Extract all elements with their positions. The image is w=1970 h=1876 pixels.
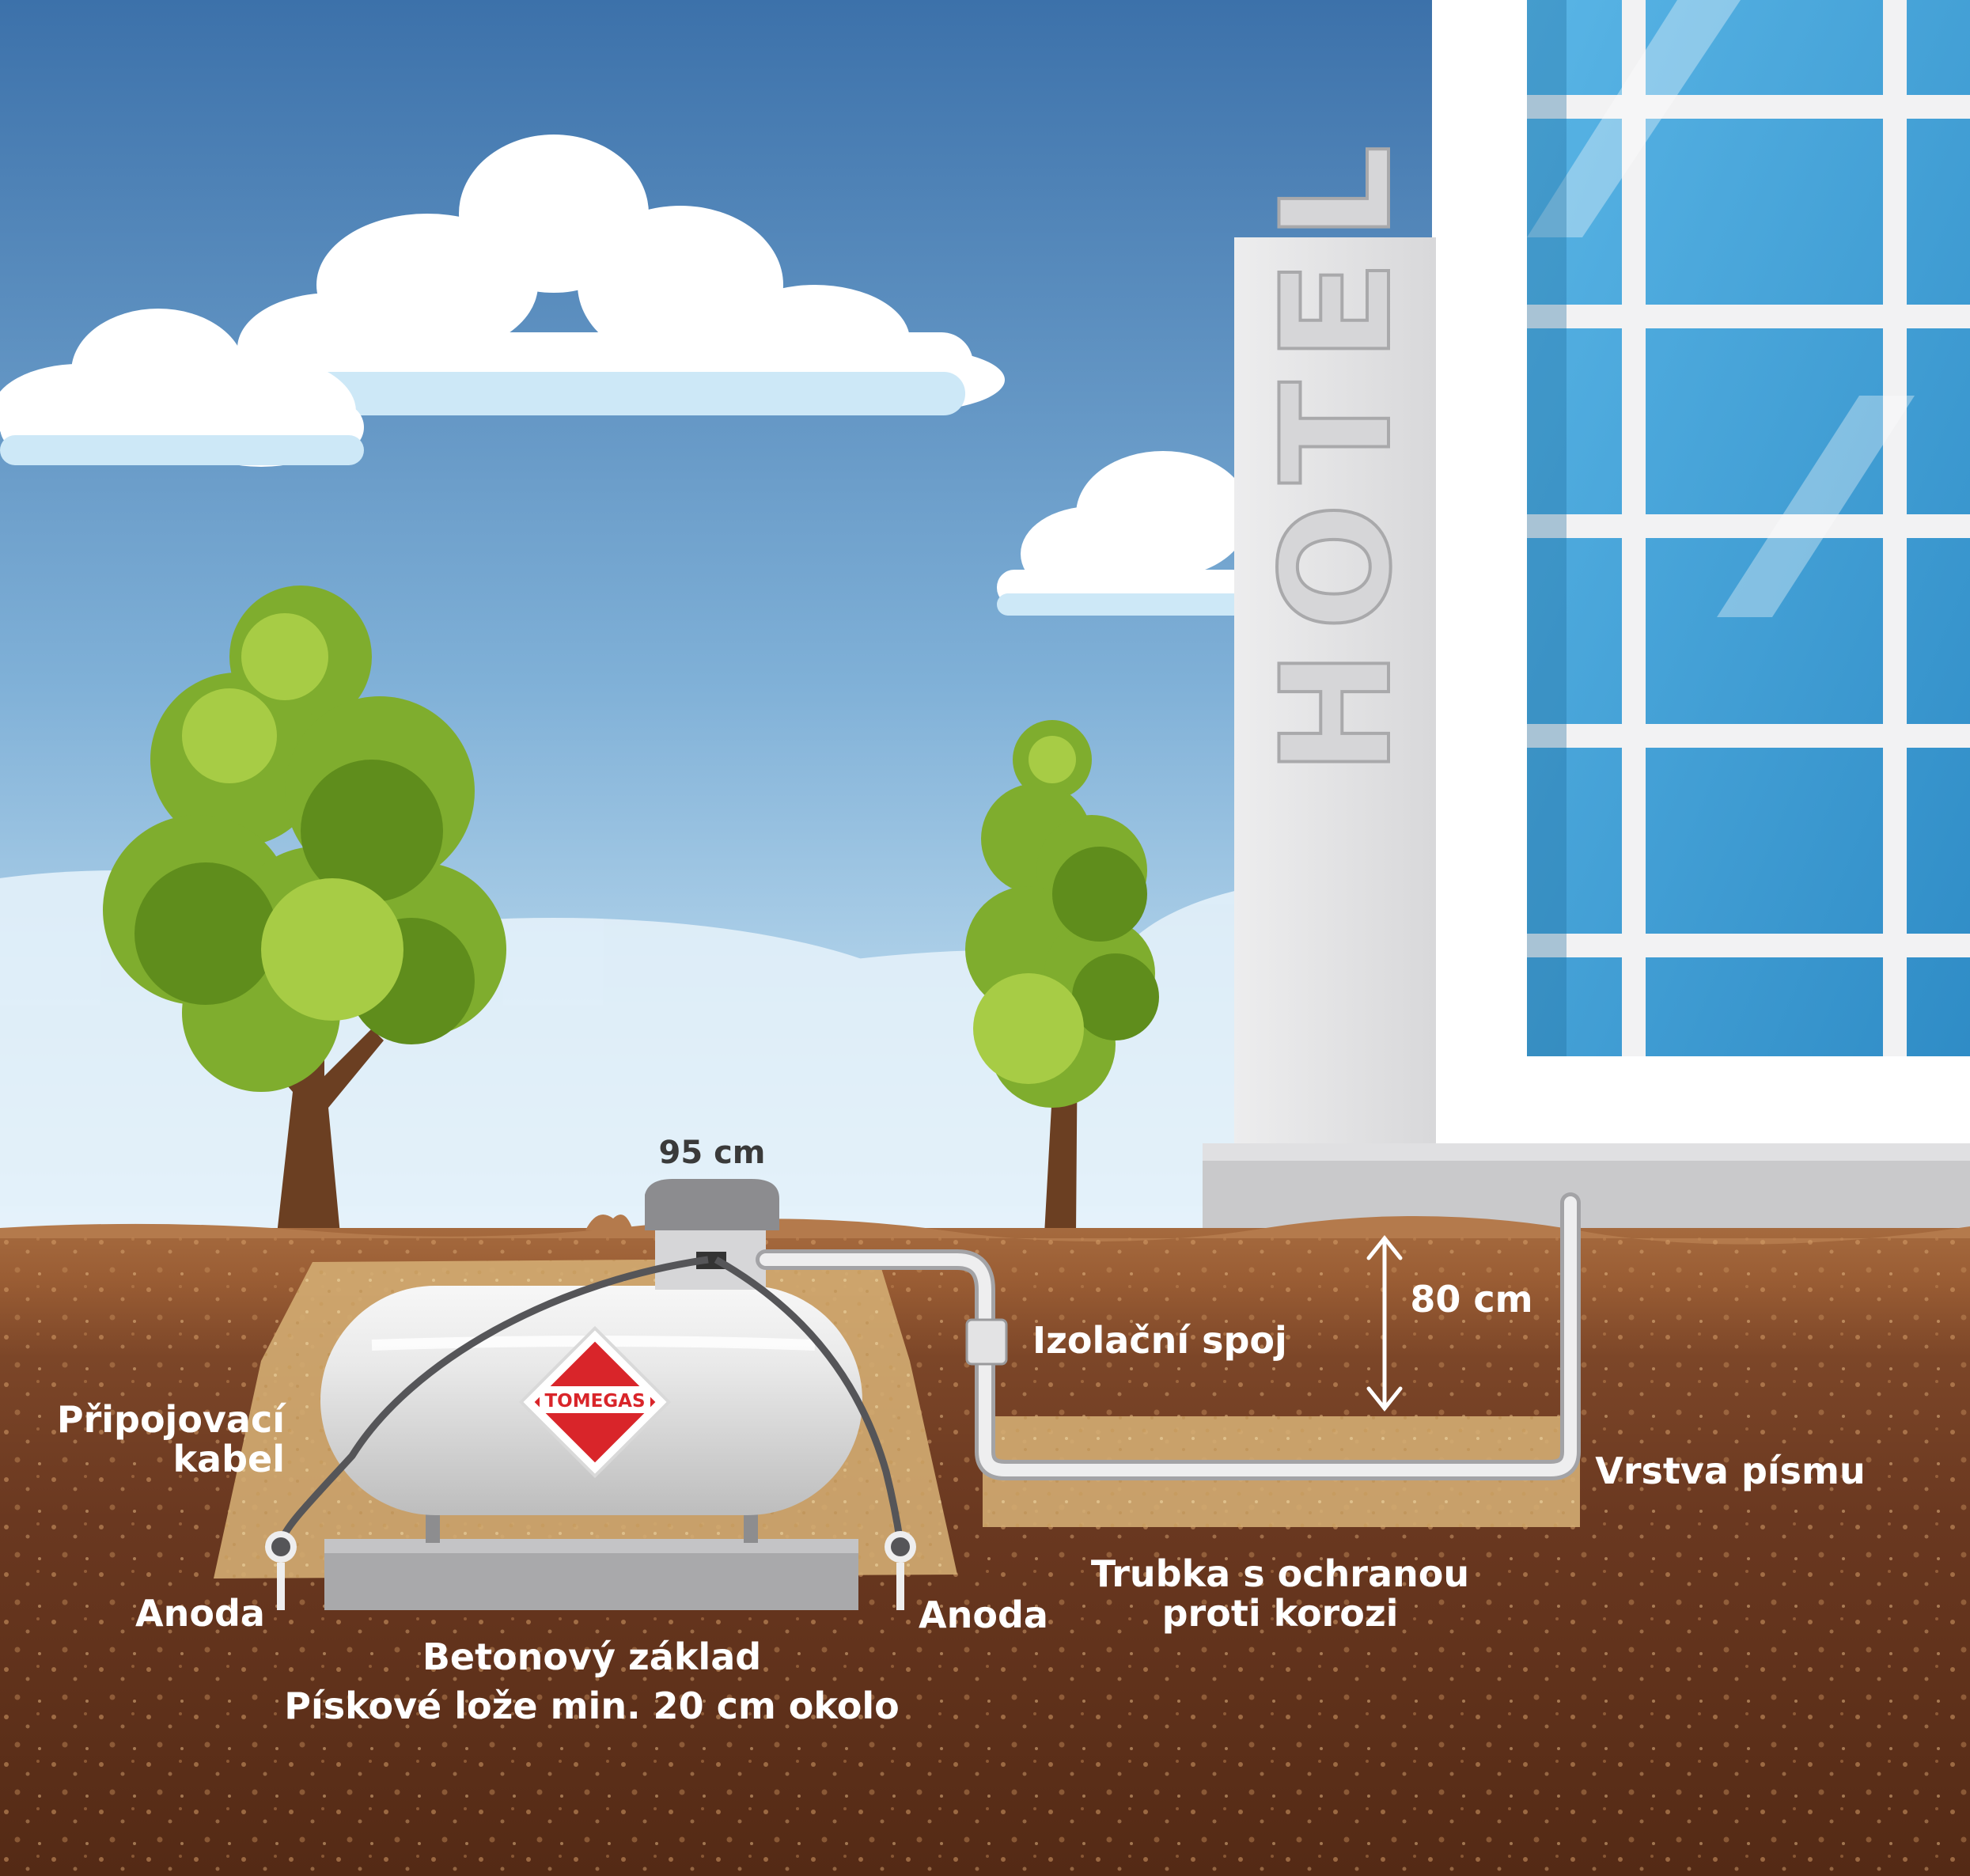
hotel-building: HOTEL — [1203, 0, 1970, 1234]
label-sand-layer: Vrstva písmu — [1595, 1450, 1865, 1492]
label-foundation-line1: Betonový základ — [422, 1635, 761, 1678]
tree-left — [103, 586, 506, 1234]
label-dome-depth: 95 cm — [659, 1135, 766, 1171]
cloud-left — [0, 309, 364, 467]
connection-cable — [277, 1256, 709, 1544]
label-pipe-depth: 80 cm — [1410, 1278, 1532, 1321]
label-anode-left: Anoda — [135, 1592, 265, 1635]
anode-right — [885, 1531, 916, 1610]
label-pipe-line1: Trubka s ochranou — [1091, 1552, 1469, 1595]
tree-right — [965, 720, 1159, 1234]
label-cable-line1: Připojovací — [57, 1398, 286, 1441]
depth-arrow-80cm — [1366, 1234, 1403, 1412]
insulating-joint — [965, 1318, 1008, 1366]
anode-left — [265, 1531, 297, 1610]
label-insulating-joint: Izolační spoj — [1032, 1319, 1287, 1362]
label-anode-right: Anoda — [919, 1594, 1048, 1636]
tank-dome-cover — [645, 1179, 779, 1230]
label-foundation-line2: Pískové lože min. 20 cm okolo — [284, 1685, 900, 1727]
cloud-right — [997, 451, 1250, 616]
hotel-sign-pillar — [1234, 237, 1436, 1147]
cloud-large — [237, 135, 1005, 415]
tomegas-logo: TOMEGAS — [518, 1325, 672, 1479]
label-cable-line2: kabel — [172, 1438, 285, 1480]
tomegas-logo-text: TOMEGAS — [544, 1391, 645, 1412]
corrosion-protected-pipe — [756, 1192, 1581, 1480]
hotel-sign-text: HOTEL — [1249, 126, 1424, 775]
label-pipe-line2: proti korozi — [1162, 1592, 1399, 1635]
